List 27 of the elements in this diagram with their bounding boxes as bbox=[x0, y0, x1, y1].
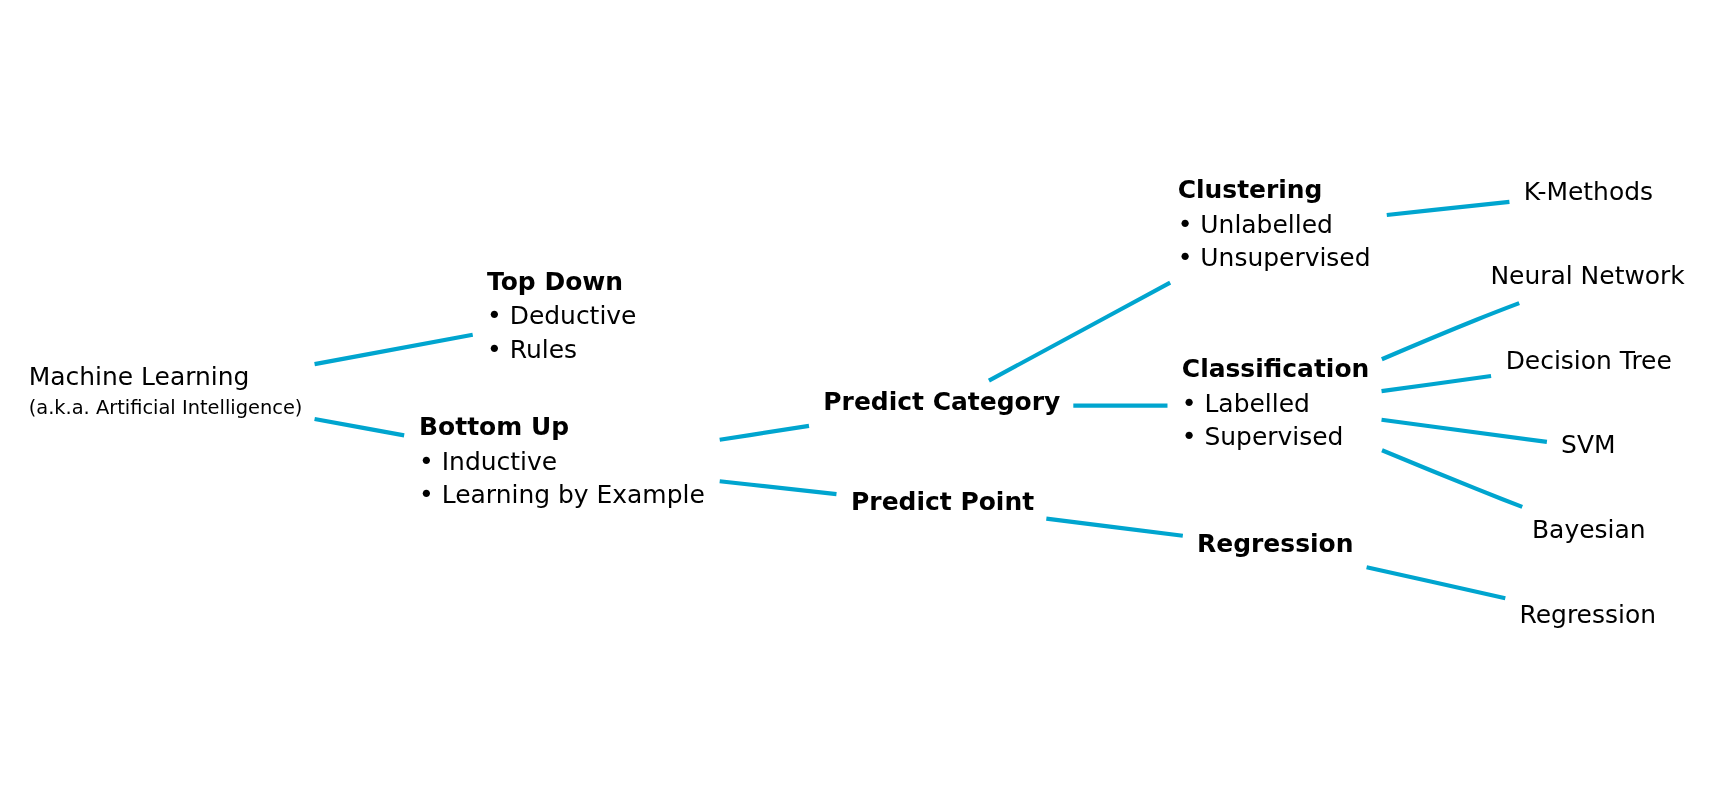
connector bbox=[314, 416, 405, 437]
node-text: K-Methods bbox=[1523, 176, 1654, 206]
node-text: Neural Network bbox=[1490, 260, 1685, 290]
node-text: Predict Category bbox=[823, 386, 1061, 416]
connector bbox=[719, 478, 837, 496]
node-text: Predict Point bbox=[851, 486, 1035, 516]
node-text: Machine Learning (a.k.a. Artificial Intelligence) bbox=[28, 361, 303, 419]
connector bbox=[1381, 417, 1548, 444]
connector bbox=[719, 423, 810, 442]
connector bbox=[1381, 447, 1523, 509]
node-text: SVM bbox=[1561, 429, 1616, 459]
node-text: Decision Tree bbox=[1505, 345, 1672, 375]
node-text: Bayesian bbox=[1531, 514, 1646, 544]
connector bbox=[1366, 564, 1506, 600]
connector bbox=[1381, 373, 1492, 393]
connector bbox=[1073, 403, 1168, 408]
connector bbox=[987, 280, 1172, 382]
node-text: Regression bbox=[1519, 599, 1657, 629]
connector bbox=[1386, 199, 1510, 217]
node-text: Regression bbox=[1197, 528, 1354, 558]
node-text: Bottom Up • Inductive • Learning by Example bbox=[419, 411, 705, 509]
connector bbox=[1046, 516, 1184, 538]
node-text: Clustering • Unlabelled • Unsupervised bbox=[1177, 174, 1371, 272]
node-text: Classification • Labelled • Supervised bbox=[1181, 353, 1370, 451]
connector bbox=[1381, 300, 1520, 361]
node-text: Top Down • Deductive • Rules bbox=[487, 266, 637, 364]
connector bbox=[314, 332, 474, 366]
